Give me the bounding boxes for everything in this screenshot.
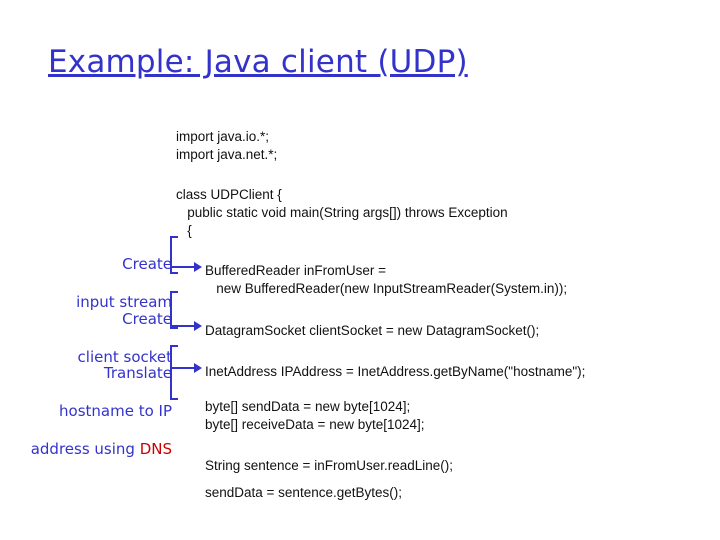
page-title: Example: Java client (UDP) — [48, 44, 468, 80]
arrow-line-client-socket — [170, 325, 194, 327]
arrow-line-input-stream — [170, 266, 194, 268]
code-byte-arrays: byte[] sendData = new byte[1024]; byte[]… — [205, 399, 425, 432]
code-class-declaration: class UDPClient { public static void mai… — [176, 187, 508, 238]
code-buffered-reader: BufferedReader inFromUser = new Buffered… — [205, 263, 568, 296]
bracket-input-stream — [170, 236, 178, 274]
annotation-create-client-socket: Create client socket — [0, 291, 172, 386]
bracket-translate-hostname — [170, 345, 178, 400]
annotation-line-1: Create — [122, 310, 172, 328]
annotation-create-input-stream: Create input stream — [0, 236, 172, 331]
code-get-bytes: sendData = sentence.getBytes(); — [205, 485, 402, 500]
arrow-head-input-stream — [194, 262, 202, 272]
annotation-translate-hostname: Translate hostname to IP address using D… — [0, 345, 172, 478]
annotation-line-1: Translate — [103, 364, 172, 382]
code-read-line: String sentence = inFromUser.readLine(); — [205, 458, 453, 473]
arrow-line-translate-hostname — [170, 367, 194, 369]
arrow-head-translate-hostname — [194, 363, 202, 373]
annotation-line-2: input stream — [76, 293, 172, 311]
annotation-highlight-dns: DNS — [139, 440, 172, 458]
annotation-line-1: Create — [122, 255, 172, 273]
code-inet-address: InetAddress IPAddress = InetAddress.getB… — [205, 364, 586, 379]
annotation-line-2: hostname to IP — [59, 402, 172, 420]
arrow-head-client-socket — [194, 321, 202, 331]
annotation-line-3: address using DNS — [31, 440, 172, 458]
code-datagram-socket: DatagramSocket clientSocket = new Datagr… — [205, 323, 540, 338]
bracket-client-socket — [170, 291, 178, 329]
code-imports: import java.io.*; import java.net.*; — [176, 129, 278, 162]
annotation-line-2: client socket — [77, 348, 172, 366]
annotation-line-3-text: address using DNS — [30, 440, 172, 458]
